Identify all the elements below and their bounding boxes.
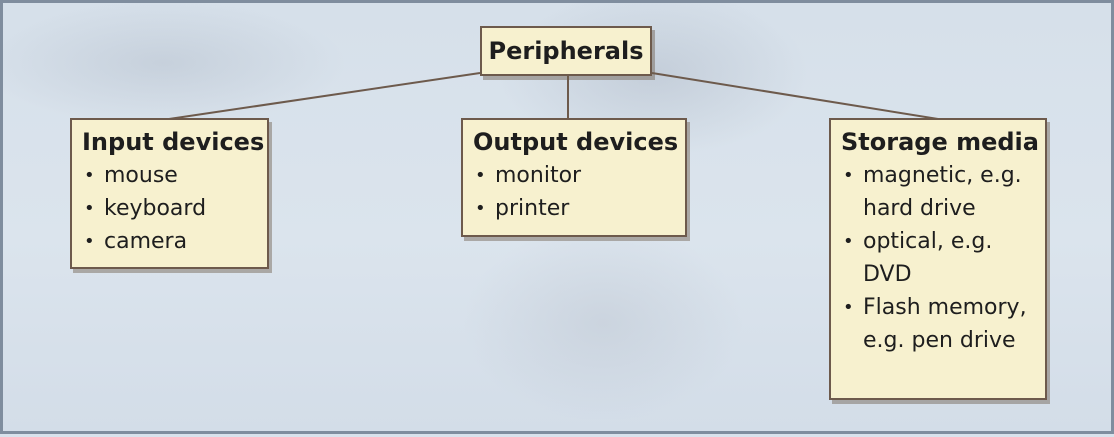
connector-root-input (168, 72, 481, 120)
node-item-list: mouse keyboard camera (82, 159, 257, 258)
list-item: camera (82, 225, 257, 258)
list-item: magnetic, e.g. hard drive (841, 159, 1035, 225)
root-node-label: Peripherals (488, 37, 644, 65)
list-item: monitor (473, 159, 675, 192)
node-storage-media: Storage media magnetic, e.g. hard drive … (829, 118, 1047, 400)
list-item: keyboard (82, 192, 257, 225)
node-title: Output devices (473, 128, 679, 156)
connector-root-storage (651, 72, 939, 120)
node-output-devices: Output devices monitor printer (461, 118, 687, 237)
list-item: printer (473, 192, 675, 225)
node-title: Input devices (82, 128, 265, 156)
list-item: Flash memory, e.g. pen drive (841, 291, 1035, 357)
node-item-list: magnetic, e.g. hard drive optical, e.g. … (841, 159, 1035, 357)
connector-lines (168, 72, 939, 120)
node-item-list: monitor printer (473, 159, 675, 225)
node-title: Storage media (841, 128, 1039, 156)
list-item: mouse (82, 159, 257, 192)
root-node-peripherals: Peripherals (480, 26, 652, 76)
list-item: optical, e.g. DVD (841, 225, 1035, 291)
node-input-devices: Input devices mouse keyboard camera (70, 118, 269, 269)
